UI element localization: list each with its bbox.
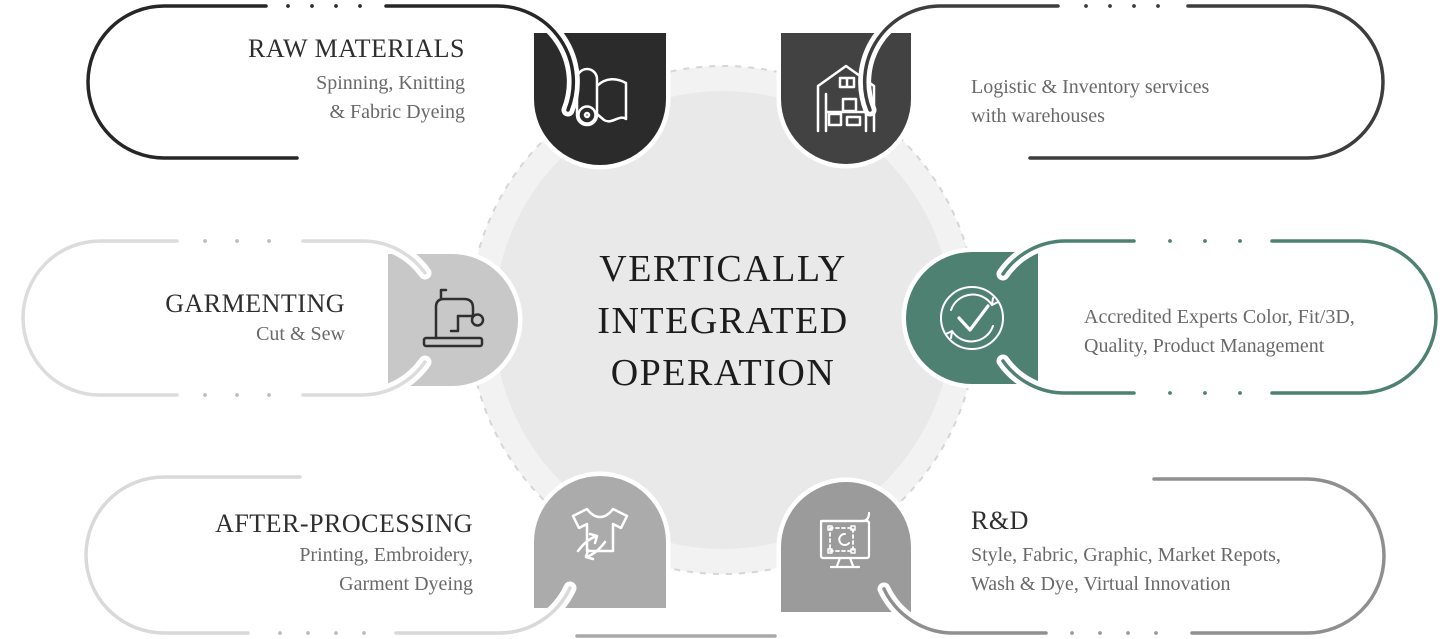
dotted-connector-rnd (1066, 627, 1162, 639)
dotted-connector-garmenting (199, 235, 275, 401)
logistics-desc-line2: with warehouses (971, 105, 1105, 127)
node-rnd (776, 477, 916, 617)
node-garmenting (383, 249, 523, 391)
design-monitor-icon (819, 511, 871, 569)
capsule-logistics (862, 4, 1385, 160)
garmenting-desc-line1: Cut & Sew (256, 323, 345, 345)
accredited-desc-line1: Accredited Experts Color, Fit/3D, (1084, 306, 1355, 328)
raw-materials-desc-line1: Spinning, Knitting (316, 72, 465, 94)
logistics-desc-line1: Logistic & Inventory services (971, 76, 1210, 98)
capsule-garmenting (21, 239, 427, 397)
garmenting-title: GARMENTING (165, 289, 345, 318)
dotted-connector-logistics (1080, 0, 1164, 12)
after-processing-desc-line1: Printing, Embroidery, (299, 544, 473, 566)
center-title: VERTICALLY INTEGRATED OPERATION (473, 243, 973, 399)
dotted-connector-raw-materials (282, 0, 366, 12)
after-processing-title: AFTER-PROCESSING (215, 509, 473, 538)
node-raw-materials (529, 28, 671, 170)
center-circle (468, 65, 978, 575)
node-accredited (901, 247, 1043, 389)
tshirt-recycle-icon (571, 507, 629, 561)
capsule-rnd (882, 477, 1386, 635)
center-title-line2: INTEGRATED (597, 300, 849, 342)
after-processing-desc-line2: Garment Dyeing (339, 573, 473, 595)
capsule-after-processing (84, 475, 777, 638)
dotted-connector-after-processing (274, 627, 370, 639)
raw-materials-desc-line2: & Fabric Dyeing (329, 101, 465, 123)
rnd-desc-line1: Style, Fabric, Graphic, Market Repots, (971, 544, 1281, 566)
fabric-roll-icon (575, 67, 628, 127)
sewing-machine-icon (422, 288, 485, 348)
accredited-desc-line2: Quality, Product Management (1084, 335, 1325, 357)
center-title-line3: OPERATION (610, 352, 836, 394)
node-after-processing (529, 471, 671, 613)
dotted-connector-accredited (1164, 235, 1246, 399)
certified-check-icon (940, 286, 1004, 350)
raw-materials-title: RAW MATERIALS (247, 34, 465, 63)
capsule-accredited (1001, 239, 1438, 395)
capsule-raw-materials (86, 4, 576, 160)
rnd-desc-line2: Wash & Dye, Virtual Innovation (971, 573, 1231, 595)
rnd-title: R&D (971, 506, 1029, 535)
center-title-line1: VERTICALLY (599, 248, 847, 290)
